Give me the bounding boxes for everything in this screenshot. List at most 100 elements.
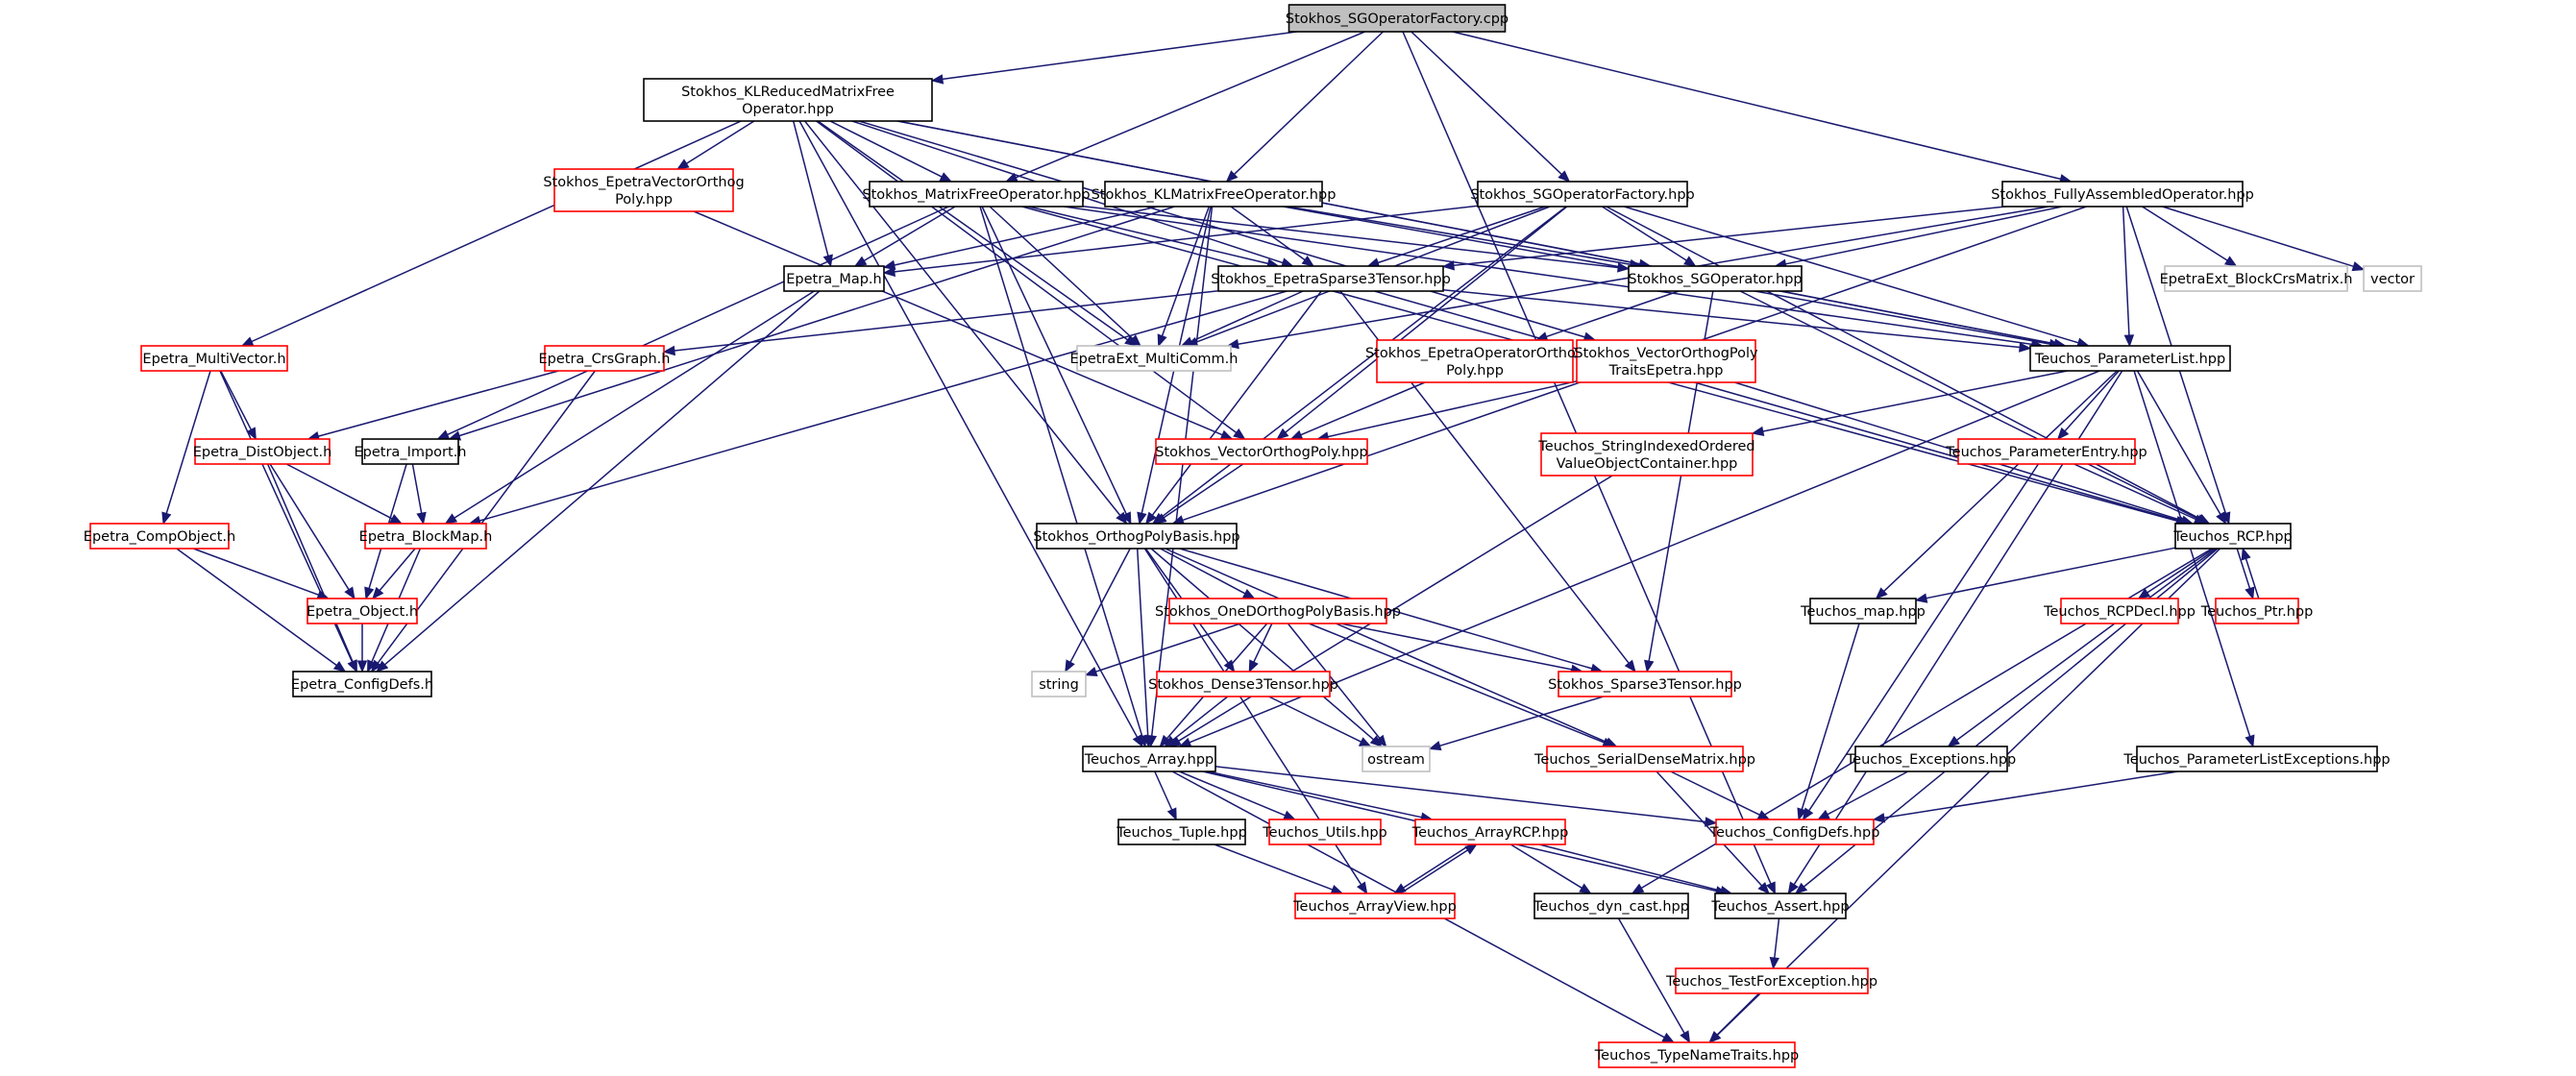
node-label: Teuchos_TestForException.hpp — [1665, 974, 1877, 990]
file-node-distobj[interactable]: Epetra_DistObject.h — [193, 438, 332, 465]
file-node-tarray[interactable]: Teuchos_Array.hpp — [1082, 746, 1216, 772]
edge-arrowhead — [1219, 429, 1234, 440]
node-label: Stokhos_EpetraSparse3Tensor.hpp — [1211, 272, 1451, 287]
edge-line — [479, 290, 1288, 522]
include-edge — [285, 463, 404, 525]
node-box — [1628, 265, 1803, 292]
edge-line — [379, 548, 416, 592]
edge-line — [792, 120, 829, 257]
include-edge — [1154, 463, 1244, 525]
edge-arrowhead — [1166, 807, 1177, 821]
edge-line — [2142, 206, 2228, 261]
edge-line — [1163, 463, 1244, 519]
file-node-tuple[interactable]: Teuchos_Tuple.hpp — [1116, 819, 1247, 845]
file-node-oned[interactable]: Stokhos_OneDOrthogPolyBasis.hpp — [1155, 598, 1401, 624]
file-node-mfop[interactable]: Stokhos_MatrixFreeOperator.hpp — [862, 181, 1091, 208]
file-node-compobj[interactable]: Epetra_CompObject.h — [84, 523, 235, 550]
include-edge — [1914, 547, 2176, 603]
file-node-fullyassem[interactable]: Stokhos_FullyAssembledOperator.hpp — [1991, 181, 2254, 208]
node-box — [1540, 432, 1754, 477]
file-node-typenametraits[interactable]: Teuchos_TypeNameTraits.hpp — [1594, 1041, 1799, 1068]
edge-arrowhead — [2245, 734, 2255, 748]
file-node-sgop[interactable]: Stokhos_SGOperator.hpp — [1628, 265, 1803, 292]
node-box — [2363, 265, 2422, 292]
file-node-tconfig[interactable]: Teuchos_ConfigDefs.hpp — [1709, 819, 1880, 845]
node-label: Teuchos_RCPDecl.hpp — [2043, 604, 2196, 620]
edge-arrowhead — [853, 256, 868, 267]
file-node-exceptions[interactable]: Teuchos_Exceptions.hpp — [1846, 746, 2016, 772]
include-edge — [1670, 770, 1771, 820]
file-node-paramlist[interactable]: Teuchos_ParameterList.hpp — [2029, 345, 2231, 372]
file-node-dyncast[interactable]: Teuchos_dyn_cast.hpp — [1533, 893, 1689, 919]
file-node-epsparse[interactable]: Stokhos_EpetraSparse3Tensor.hpp — [1211, 265, 1451, 292]
node-label: EpetraExt_BlockCrsMatrix.h — [2160, 272, 2353, 287]
file-node-blockmap[interactable]: Epetra_BlockMap.h — [359, 523, 493, 550]
include-edge — [989, 206, 1141, 347]
edge-arrowhead — [367, 659, 377, 673]
file-node-utils[interactable]: Teuchos_Utils.hpp — [1262, 819, 1387, 845]
file-node-epobject[interactable]: Epetra_Object.h — [307, 598, 418, 624]
edge-line — [220, 370, 252, 430]
file-node-testforexc[interactable]: Teuchos_TestForException.hpp — [1665, 967, 1877, 994]
edge-line — [1150, 206, 1214, 737]
edge-line — [1801, 623, 1860, 810]
file-node-rcpdecl[interactable]: Teuchos_RCPDecl.hpp — [2043, 598, 2196, 624]
edge-arrowhead — [1159, 734, 1171, 747]
edge-line — [798, 120, 1139, 738]
edge-arrowhead — [1289, 429, 1304, 440]
edge-line — [1716, 992, 1760, 1036]
file-node-serialdense[interactable]: Teuchos_SerialDenseMatrix.hpp — [1533, 746, 1755, 772]
file-node-rcp[interactable]: Teuchos_RCP.hpp — [2172, 523, 2293, 550]
file-node-import[interactable]: Epetra_Import.h — [355, 438, 467, 465]
file-node-plexceptions[interactable]: Teuchos_ParameterListExceptions.hpp — [2122, 746, 2391, 772]
file-node-crsgraph[interactable]: Epetra_CrsGraph.h — [539, 345, 671, 372]
file-node-configdefs[interactable]: Epetra_ConfigDefs.h — [291, 671, 433, 697]
node-box — [1117, 819, 1246, 845]
edge-line — [458, 206, 1175, 437]
node-label: Teuchos_ConfigDefs.hpp — [1709, 825, 1880, 841]
edge-line — [1670, 770, 1760, 816]
edge-line — [1452, 31, 2061, 181]
edge-arrowhead — [1301, 256, 1315, 267]
file-node-sgfac[interactable]: Stokhos_SGOperatorFactory.hpp — [1470, 181, 1695, 208]
file-node-tmap[interactable]: Teuchos_map.hpp — [1800, 598, 1926, 624]
edge-line — [1136, 548, 1149, 737]
edge-arrowhead — [2245, 586, 2255, 600]
edge-line — [863, 206, 956, 262]
file-node-klmf[interactable]: Stokhos_KLMatrixFreeOperator.hpp — [1092, 181, 1337, 208]
file-node-multivector[interactable]: Epetra_MultiVector.h — [140, 345, 288, 372]
file-node-vecop[interactable]: Stokhos_VectorOrthogPoly.hpp — [1155, 438, 1368, 465]
edge-line — [266, 463, 354, 663]
file-node-orthopoly[interactable]: Stokhos_OrthogPolyBasis.hpp — [1033, 523, 1240, 550]
node-label: Epetra_Map.h — [786, 272, 881, 287]
edge-line — [1439, 696, 1605, 747]
edge-arrowhead — [1393, 883, 1407, 894]
edge-line — [165, 370, 211, 514]
edge-arrowhead — [1766, 881, 1776, 895]
file-node-root[interactable]: Stokhos_SGOperatorFactory.cpp — [1286, 4, 1509, 33]
file-node-sparse3[interactable]: Stokhos_Sparse3Tensor.hpp — [1548, 671, 1742, 697]
include-edge — [1617, 917, 1691, 1044]
file-node-epetramap[interactable]: Epetra_Map.h — [783, 265, 885, 292]
file-node-ptr[interactable]: Teuchos_Ptr.hpp — [2200, 598, 2314, 624]
edge-line — [384, 290, 821, 666]
include-edge — [1164, 696, 1229, 747]
edge-arrowhead — [1817, 809, 1830, 820]
include-edge — [444, 290, 815, 525]
file-node-arrayrcp[interactable]: Teuchos_ArrayRCP.hpp — [1411, 819, 1569, 845]
file-node-arrayview[interactable]: Teuchos_ArrayView.hpp — [1292, 893, 1457, 919]
file-node-ostream: ostream — [1362, 746, 1431, 772]
edge-line — [2122, 206, 2130, 336]
file-node-dense3[interactable]: Stokhos_Dense3Tensor.hpp — [1148, 671, 1338, 697]
file-node-paramentry[interactable]: Teuchos_ParameterEntry.hpp — [1945, 438, 2147, 465]
file-node-strindexed[interactable]: Teuchos_StringIndexedOrderedValueObjectC… — [1537, 432, 1755, 477]
node-label: Teuchos_ParameterListExceptions.hpp — [2122, 752, 2390, 768]
edge-line — [816, 120, 1238, 434]
file-node-tassert[interactable]: Teuchos_Assert.hpp — [1710, 893, 1850, 919]
node-label: Teuchos_Assert.hpp — [1710, 899, 1849, 915]
edge-line — [1082, 205, 1619, 269]
